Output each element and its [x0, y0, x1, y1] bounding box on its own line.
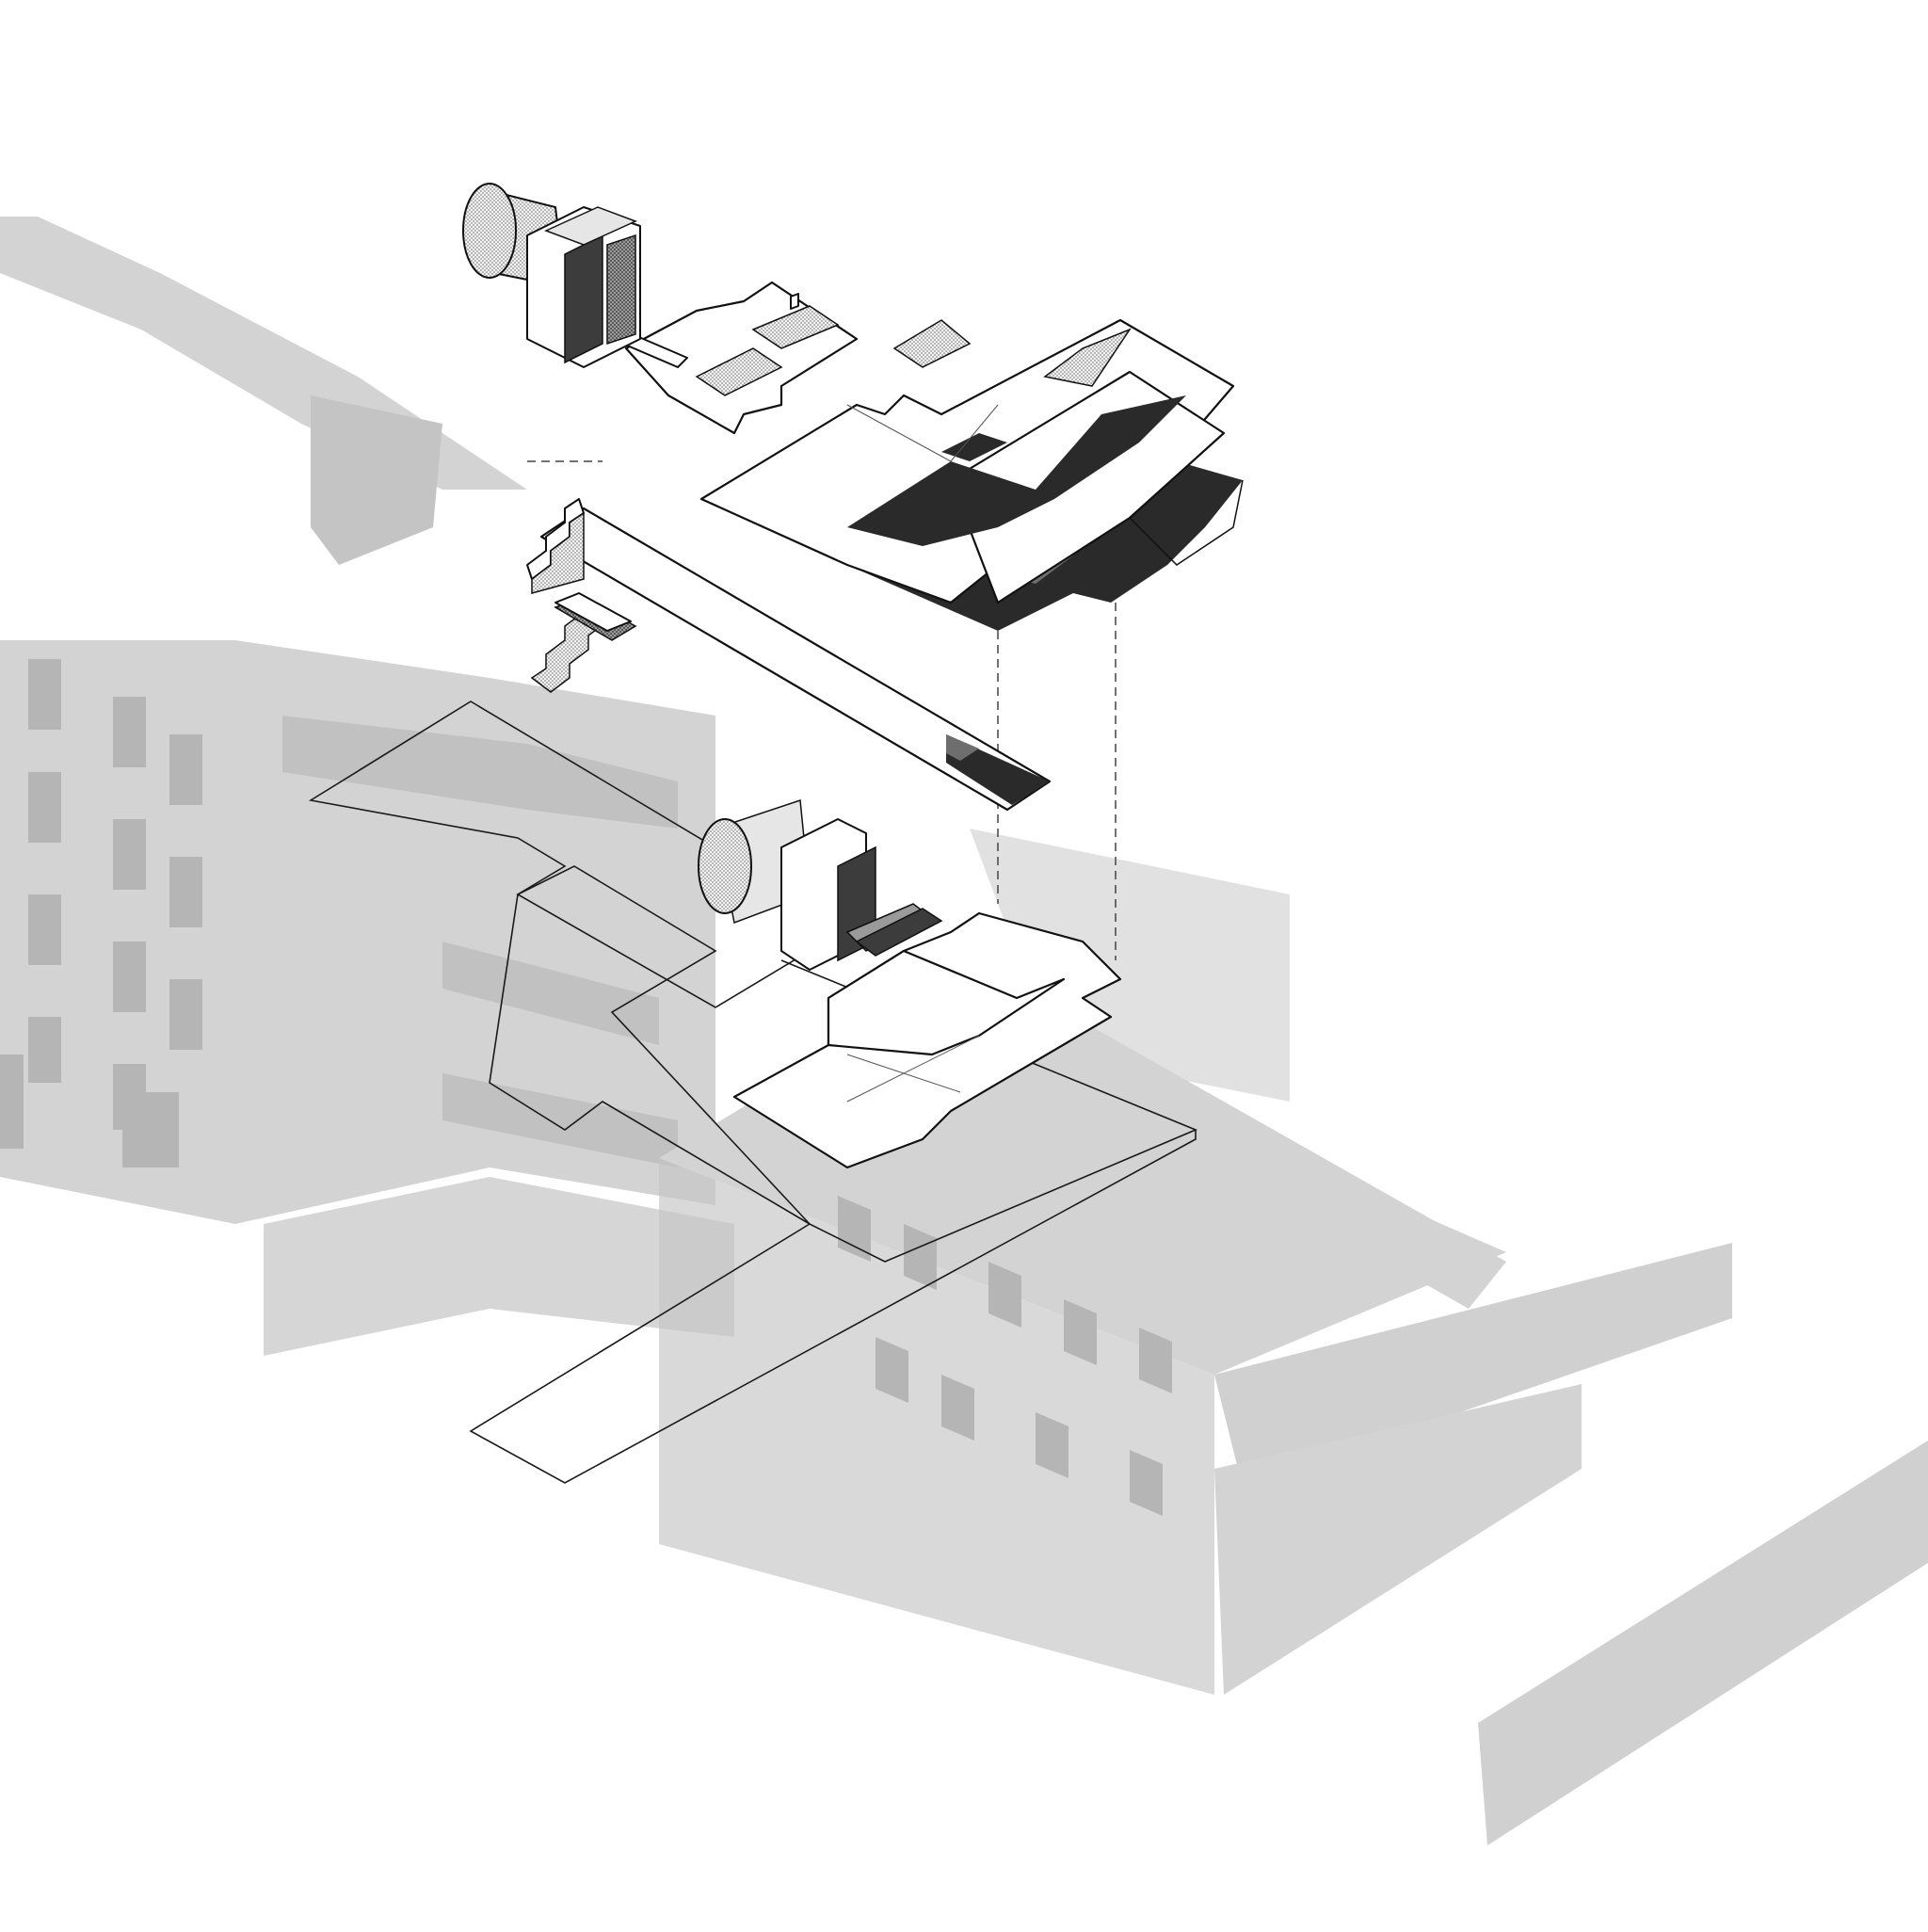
stair-elements: [526, 498, 637, 693]
lower-platform: [732, 911, 1122, 1169]
context-tower-detail-2: [442, 942, 659, 1045]
upper-platform-slit: [941, 433, 1007, 461]
context-far-right-roof: [1214, 1243, 1732, 1488]
upper-platform-edge: [1129, 479, 1244, 566]
upper-telescope-inner: [606, 233, 636, 346]
middle-plate-outline: [539, 507, 1052, 812]
upper-telescope-frame: [564, 233, 603, 364]
stair-landing-top: [554, 592, 632, 632]
upper-platform-ridge: [1043, 328, 1132, 387]
upper-telescope-group: [462, 183, 859, 435]
lower-telescope-steps: [855, 908, 943, 957]
upper-mast-icon: [790, 293, 799, 310]
stair-upper-side: [531, 511, 585, 594]
footprint-upper: [308, 700, 811, 1008]
context-tower-detail-3: [442, 1073, 678, 1167]
footprint-lower: [469, 959, 1198, 1484]
footprint-outlines: [308, 700, 1198, 1484]
upper-platform-valley: [847, 395, 1186, 546]
context-right-windows: [838, 1196, 1172, 1516]
context-roof-band: [0, 217, 527, 490]
context-window-grid: [0, 659, 202, 1167]
upper-telescope-lens-icon: [462, 183, 517, 279]
context-tower-detail: [282, 716, 678, 829]
lower-telescope: [698, 798, 943, 971]
upper-telescope-top: [544, 206, 637, 246]
upper-platform: [699, 318, 1244, 631]
context-far-right-facade: [1214, 1384, 1582, 1695]
context-roof-band-2: [311, 395, 442, 565]
context-lower-mass: [264, 1177, 734, 1356]
alignment-lines: [527, 460, 1117, 960]
middle-plate-shadow-mid: [946, 734, 979, 761]
lower-telescope-lens-icon: [698, 818, 752, 914]
lower-platform-ramp: [846, 1035, 980, 1103]
upper-platform-wedge: [892, 319, 972, 368]
upper-platform-fold: [846, 404, 999, 462]
context-bottom-right-slope: [1478, 1441, 1928, 1845]
middle-plate: [539, 507, 1052, 812]
upper-platform-layer: [949, 370, 1226, 604]
lower-platform-slope: [827, 949, 1066, 1056]
upper-sub-platform-detail-2: [751, 305, 840, 349]
upper-sub-platform-detail: [695, 347, 783, 396]
context-right-building: [659, 1158, 1214, 1695]
